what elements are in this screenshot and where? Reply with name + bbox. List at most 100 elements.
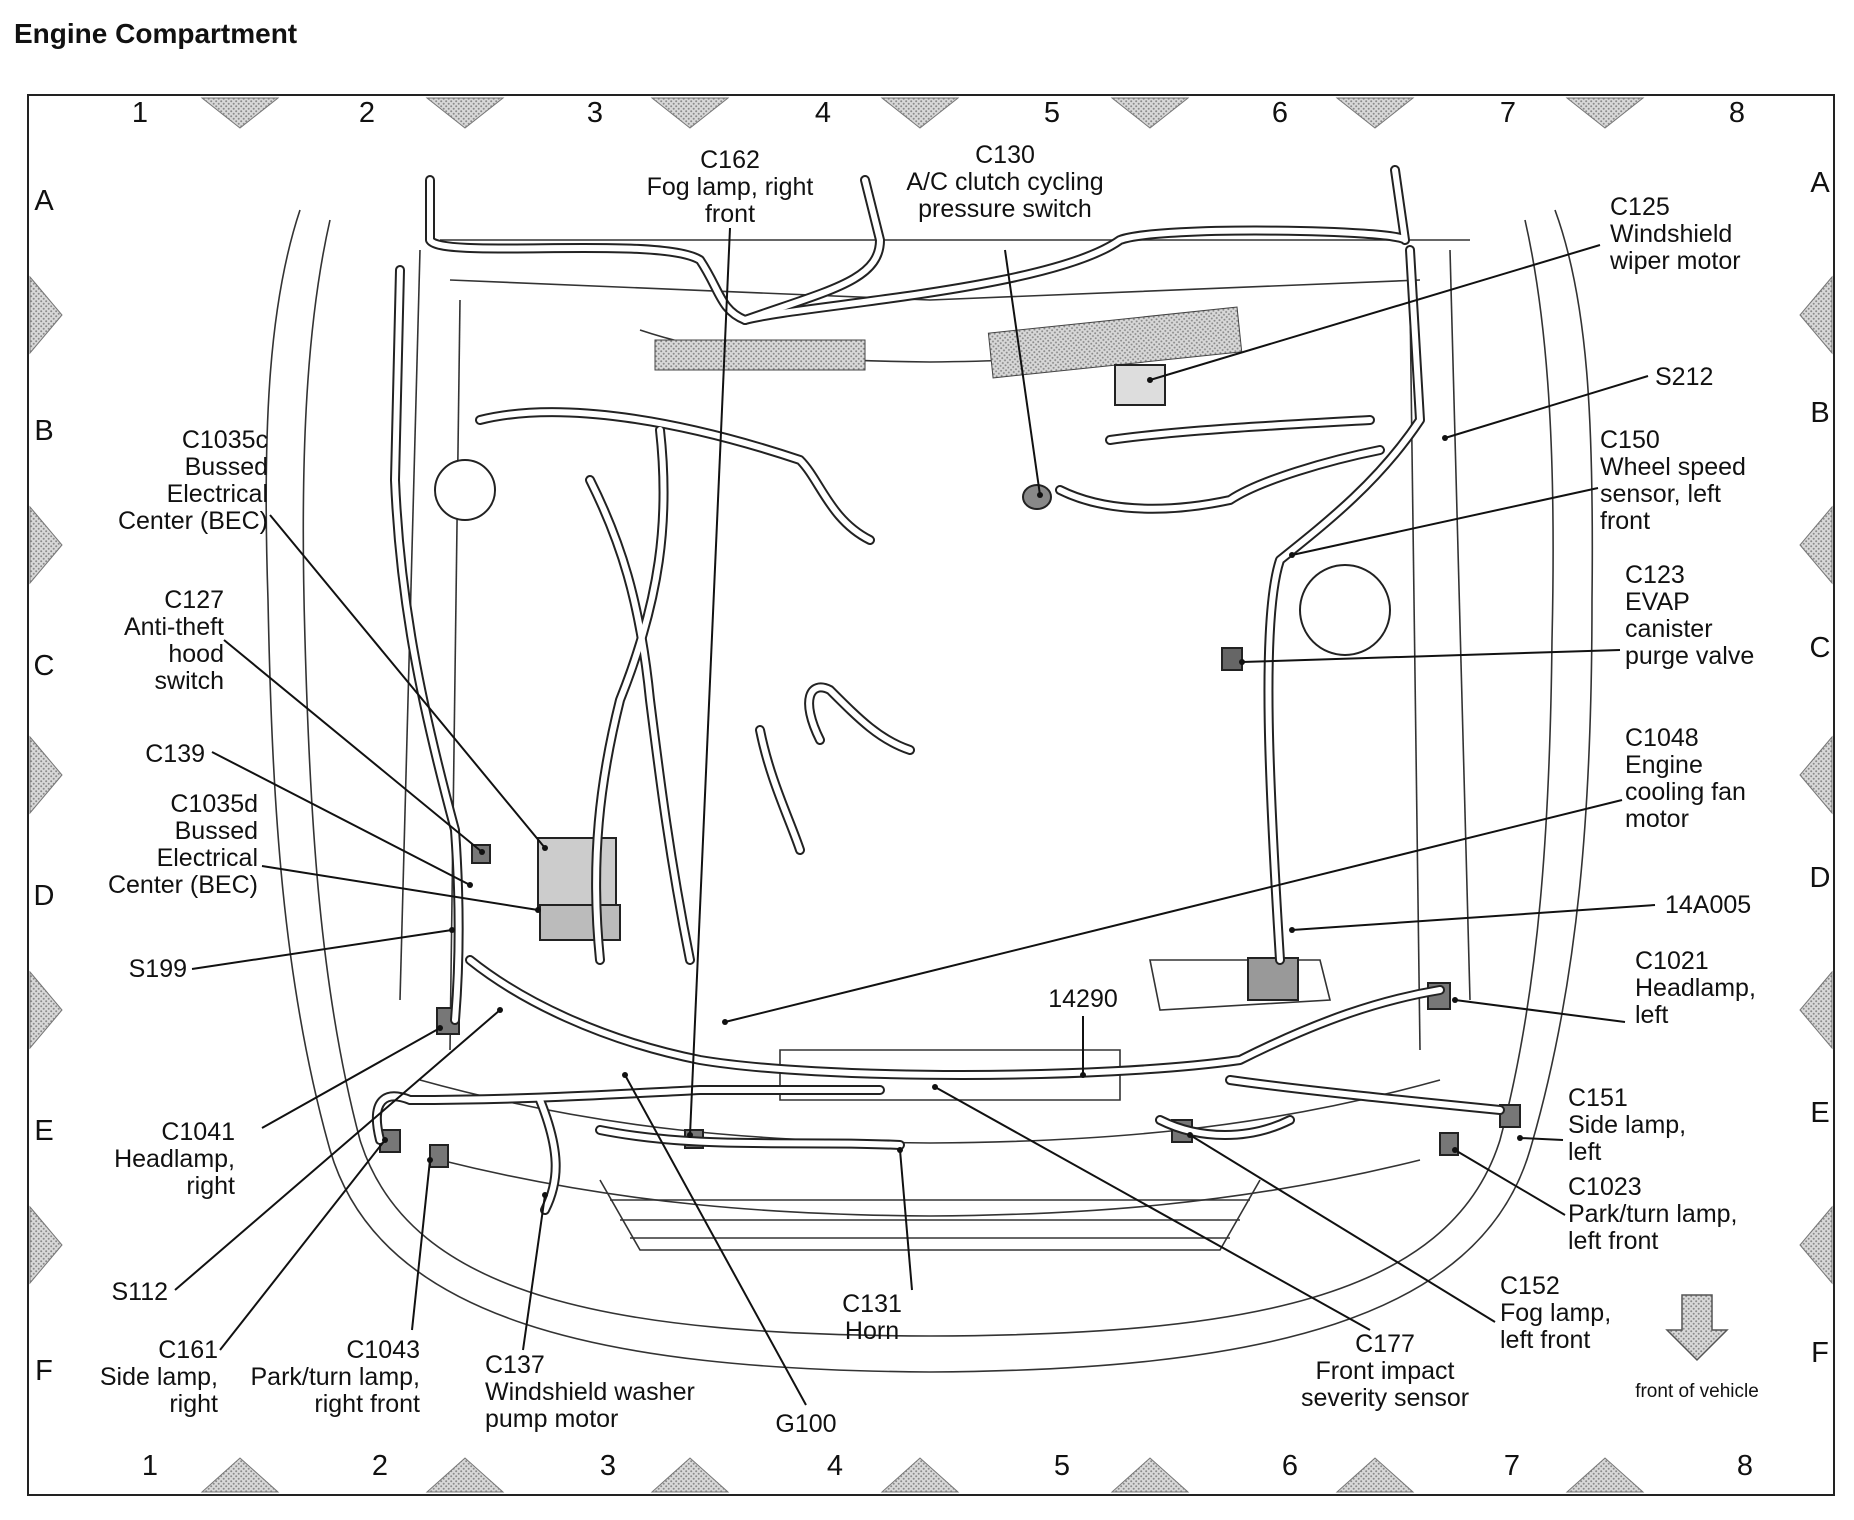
callout-text: C1035c: [182, 426, 268, 454]
callout-leader-line: [223, 639, 483, 853]
grid-column-label-bottom: 1: [142, 1450, 158, 1482]
grid-marker-top: [1565, 97, 1645, 129]
wiring-harness-inner: [373, 167, 1503, 1213]
callout-text: C123: [1625, 561, 1685, 589]
grid-column-label-top: 8: [1729, 97, 1745, 129]
grid-row-label-left: B: [34, 415, 53, 447]
callout-leader-tip: [1239, 659, 1245, 665]
bussed-electrical-center-lower: [539, 904, 621, 941]
grid-marker-top: [1335, 97, 1415, 129]
grid-row-label-left: A: [34, 185, 54, 217]
callout-text: EVAP: [1625, 588, 1690, 616]
callout-text: G100: [775, 1410, 836, 1438]
callout-text: right: [186, 1172, 235, 1200]
grid-column-label-bottom: 7: [1504, 1450, 1520, 1482]
callout-leader-line: [1519, 1137, 1564, 1141]
callout-text: C1023: [1568, 1173, 1642, 1201]
callout-leader-tip: [542, 1192, 548, 1198]
strut-tower-left: [1299, 564, 1391, 656]
callout-text: Center (BEC): [108, 871, 258, 899]
evap-valve: [1221, 647, 1243, 671]
callout-text: 14A005: [1665, 891, 1751, 919]
callout-leader-tip: [449, 927, 455, 933]
callout-leader-line: [1149, 244, 1601, 381]
grid-column-label-top: 1: [132, 97, 148, 129]
grid-marker-top: [425, 97, 505, 129]
callout-leader-tip: [1187, 1132, 1193, 1138]
callout-text: C137: [485, 1351, 545, 1379]
callout-leader-line: [934, 1086, 1371, 1331]
callout-text: 14290: [1048, 985, 1118, 1013]
callout-leader-tip: [535, 907, 541, 913]
callout-leader-line: [1291, 487, 1599, 556]
callout-text: S112: [111, 1278, 168, 1306]
callout-leader-tip: [497, 1007, 503, 1013]
grid-marker-top: [650, 97, 730, 129]
callout-leader-tip: [1289, 927, 1295, 933]
callout-text: C151: [1568, 1084, 1628, 1112]
callout-text: Horn: [845, 1317, 899, 1345]
callout-text: C127: [164, 586, 224, 614]
callout-leader-tip: [1147, 377, 1153, 383]
wiper-motor: [1114, 364, 1166, 406]
callout-text: left: [1568, 1138, 1601, 1166]
callout-text: C1035d: [170, 790, 258, 818]
callout-text: hood: [168, 640, 224, 668]
callout-leader-line: [1444, 375, 1649, 439]
callout-14290: 14290: [1048, 985, 1118, 1078]
grid-column-label-bottom: 4: [827, 1450, 843, 1482]
callout-leader-line: [1241, 649, 1621, 663]
grid-marker-left: [29, 1205, 63, 1285]
callout-text: Electrical: [167, 480, 268, 508]
callout-leader-line: [261, 865, 539, 911]
callout-text: Park/turn lamp,: [1568, 1200, 1738, 1228]
callout-leader-line: [1454, 999, 1626, 1023]
grid-column-label-bottom: 5: [1054, 1450, 1070, 1482]
callout-text: sensor, left: [1600, 480, 1721, 508]
grid-marker-bottom: [880, 1457, 960, 1493]
grid-marker-right: [1799, 735, 1833, 815]
callout-text: front: [705, 200, 755, 228]
callout-s212: S212: [1442, 363, 1713, 441]
callout-14a005: 14A005: [1289, 891, 1751, 933]
grid-column-label-top: 2: [359, 97, 375, 129]
callout-text: Side lamp,: [1568, 1111, 1686, 1139]
callout-text: cooling fan: [1625, 778, 1746, 806]
callout-leader-line: [219, 1139, 386, 1351]
callout-text: right: [169, 1390, 218, 1418]
brake-booster: [434, 459, 496, 521]
callout-text: C1048: [1625, 724, 1699, 752]
callout-text: C131: [842, 1290, 902, 1318]
callout-text: switch: [155, 667, 224, 695]
callout-leader-tip: [722, 1019, 728, 1025]
grid-marker-top: [1110, 97, 1190, 129]
callout-leader-line: [624, 1074, 807, 1406]
callout-text: Anti-theft: [124, 613, 224, 641]
grid-column-label-bottom: 8: [1737, 1450, 1753, 1482]
cowl-vent-left: [654, 339, 866, 371]
callout-leader-line: [689, 227, 731, 1136]
vehicle-body-outline: [265, 209, 1594, 1373]
callout-text: Side lamp,: [100, 1363, 218, 1391]
callout-text: left front: [1568, 1227, 1658, 1255]
callout-text: Engine: [1625, 751, 1703, 779]
callout-text: C162: [700, 146, 760, 174]
callout-leader-tip: [1037, 492, 1043, 498]
callout-leader-line: [211, 751, 471, 886]
callout-leader-line: [269, 514, 546, 849]
grid-column-label-top: 5: [1044, 97, 1060, 129]
callout-text: Center (BEC): [118, 507, 268, 535]
side-lamp-connector-left: [1499, 1104, 1521, 1128]
grid-row-label-left: D: [34, 880, 55, 912]
grid-marker-left: [29, 735, 63, 815]
grid-marker-right: [1799, 970, 1833, 1050]
callout-leader-tip: [542, 845, 548, 851]
